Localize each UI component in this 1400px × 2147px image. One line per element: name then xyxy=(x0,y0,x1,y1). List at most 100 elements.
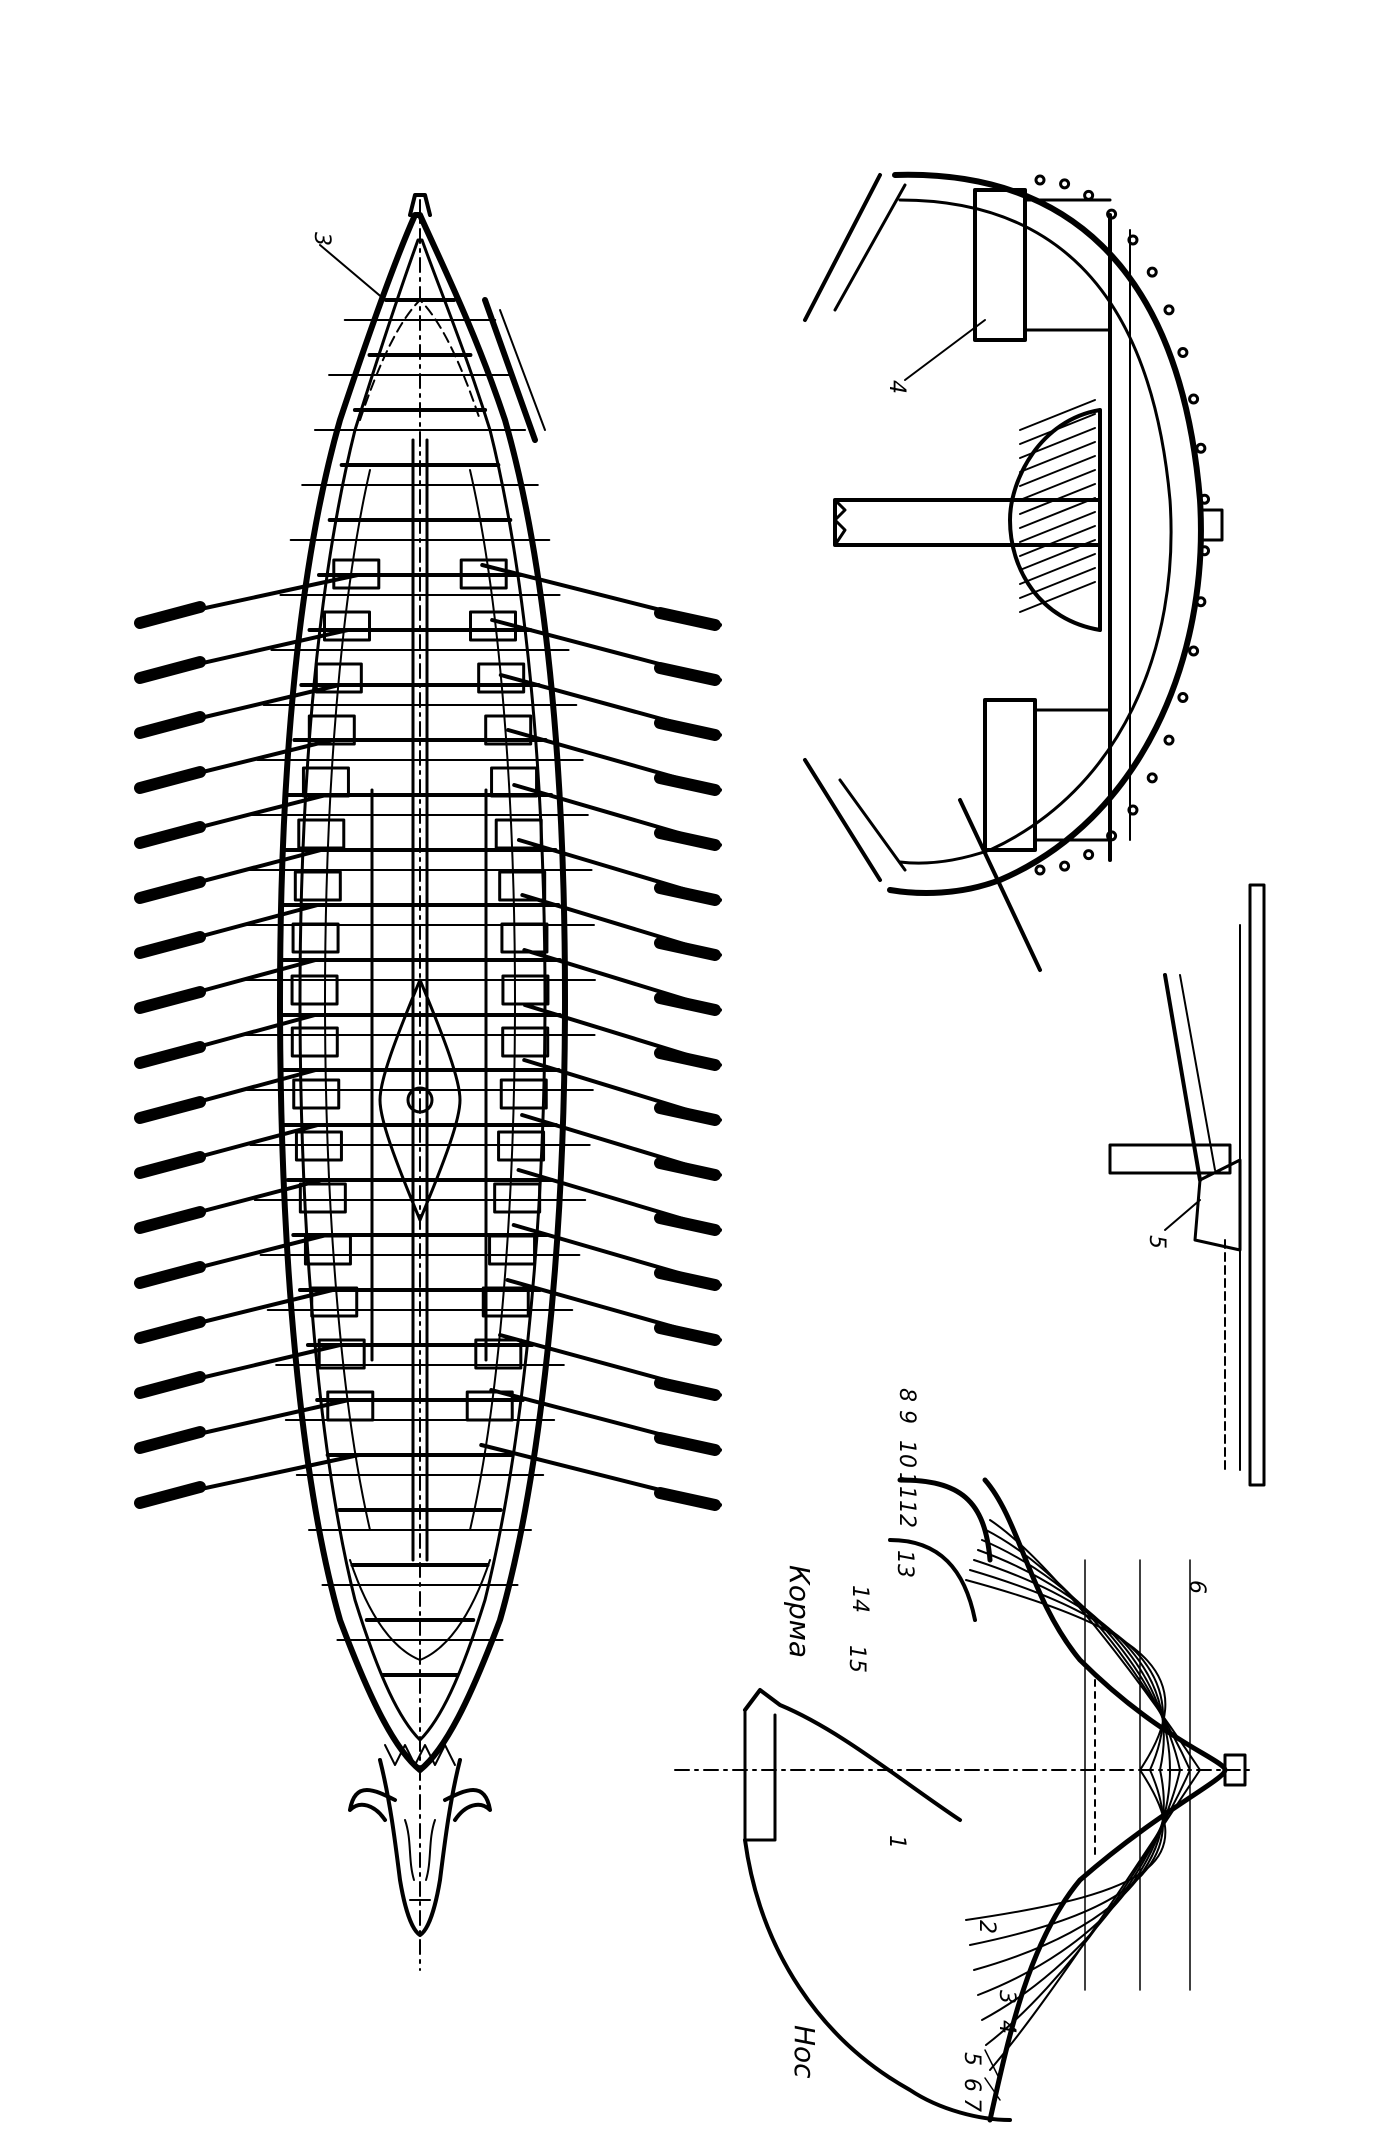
station-upper xyxy=(973,1559,1165,1771)
oarlock-block-right xyxy=(500,922,549,954)
label-4: 4 xyxy=(994,2020,1019,2034)
oarlock-block-right xyxy=(465,1390,514,1422)
oarlock-block-left xyxy=(293,870,342,902)
oar-left-blade-fill xyxy=(136,1373,204,1397)
section-hull-inner xyxy=(898,198,1173,865)
oar-left-blade-fill xyxy=(136,1153,204,1177)
oarlock-block-left xyxy=(310,1286,359,1318)
station-upper xyxy=(977,1549,1171,1771)
oar-right-blade-fill xyxy=(656,1159,719,1179)
label-1: 1 xyxy=(884,1835,909,1849)
oar-right-blade-fill xyxy=(656,1269,719,1289)
oar-left-blade-fill xyxy=(136,1263,204,1287)
section-bench-top xyxy=(973,188,1027,342)
station-lower xyxy=(973,1769,1165,1971)
hatch-line xyxy=(1019,553,1096,585)
section-bench-bottom xyxy=(983,698,1037,852)
oar-right-blade-fill xyxy=(656,719,719,739)
rivet xyxy=(1163,304,1175,316)
mast-partner xyxy=(378,978,462,1222)
label-detail-5: 5 xyxy=(1144,1235,1169,1249)
label-14: 14 xyxy=(847,1585,872,1613)
oar-right-blade-fill xyxy=(656,939,719,959)
benches-group xyxy=(290,558,550,1422)
hatch-line xyxy=(1019,455,1096,487)
section-keel xyxy=(1198,508,1224,542)
rivet xyxy=(1177,692,1189,703)
rivet xyxy=(1163,734,1175,746)
oar-left-blade-fill xyxy=(136,1318,204,1342)
steering-oar xyxy=(482,297,538,443)
oars-group xyxy=(134,563,722,1511)
oar-right-blade-fill xyxy=(656,1379,719,1399)
detail-handle xyxy=(1108,1143,1232,1175)
rivet xyxy=(1059,178,1071,190)
stern-post-profile xyxy=(743,1688,962,1822)
hatch-line xyxy=(1019,413,1096,445)
oar-right-blade-fill xyxy=(656,1049,719,1069)
label-12: 12 xyxy=(894,1500,919,1528)
rivet xyxy=(1059,860,1071,872)
oarlock-block-right xyxy=(494,818,543,850)
oar-left-blade-fill xyxy=(136,823,204,847)
oarlock-block-right xyxy=(481,1286,530,1318)
label-15: 15 xyxy=(844,1645,869,1673)
oarlock-block-right xyxy=(477,662,526,694)
oar-right-blade-fill xyxy=(656,1434,719,1454)
dragon-head xyxy=(348,1744,492,1937)
hatch-line xyxy=(1019,581,1096,613)
oarlock-block-left xyxy=(291,922,340,954)
oar-left-blade-fill xyxy=(136,658,204,682)
oar-left-blade-fill xyxy=(136,603,204,627)
body-plan-keel xyxy=(1223,1753,1247,1787)
oar-right-blade-fill xyxy=(656,774,719,794)
label-8: 8 xyxy=(894,1388,919,1402)
label-11: 11 xyxy=(894,1472,919,1500)
section-oar-bottom-2 xyxy=(838,778,907,872)
station-lower xyxy=(969,1769,1165,1946)
section-hull-outer xyxy=(887,171,1204,896)
sheer-line xyxy=(897,1477,993,1563)
section-oar-top-2 xyxy=(833,183,907,312)
label-bow: Нос xyxy=(788,2025,821,2079)
station-upper xyxy=(985,1529,1191,1771)
section-oar-top-1 xyxy=(803,173,882,322)
oar-left-blade-fill xyxy=(136,933,204,957)
rivet xyxy=(1195,596,1207,608)
label-6: 6 xyxy=(959,2078,984,2092)
hatch-line xyxy=(1019,427,1096,459)
label-2: 2 xyxy=(974,1920,999,1934)
oar-left-blade-fill xyxy=(136,1428,204,1452)
station-upper xyxy=(969,1569,1165,1771)
hatch-line xyxy=(1019,525,1096,557)
oarlock-block-left xyxy=(301,766,350,798)
oar-left-blade-fill xyxy=(136,768,204,792)
rivet xyxy=(1188,393,1200,405)
hull-outline-outer xyxy=(277,212,568,1773)
detail-diagonal xyxy=(1163,973,1202,1182)
rivet xyxy=(1034,864,1046,876)
label-3: 3 xyxy=(994,1990,1019,2004)
station-lower xyxy=(965,1769,1167,1921)
label-7: 7 xyxy=(959,2098,984,2112)
label-section-4: 4 xyxy=(884,380,909,394)
label-13: 13 xyxy=(892,1550,917,1578)
rivet xyxy=(1083,189,1095,201)
rivet xyxy=(1034,174,1046,186)
mast-step xyxy=(406,1086,434,1114)
label-9: 9 xyxy=(894,1410,919,1424)
clinker-rivets xyxy=(1034,174,1211,876)
rivet xyxy=(1177,347,1189,358)
station-lower xyxy=(977,1769,1171,1996)
oar-left-blade-fill xyxy=(136,1043,204,1067)
hatch-line xyxy=(1019,567,1096,599)
hatch-line xyxy=(1019,511,1096,543)
hatch-line xyxy=(1019,469,1096,501)
oarlock-block-right xyxy=(493,1182,542,1214)
label-plan-3: 3 xyxy=(309,232,334,246)
rivet xyxy=(1127,804,1139,816)
bow-post-profile xyxy=(743,1838,1012,2122)
rivet xyxy=(1199,493,1211,505)
rivet xyxy=(1146,772,1158,784)
